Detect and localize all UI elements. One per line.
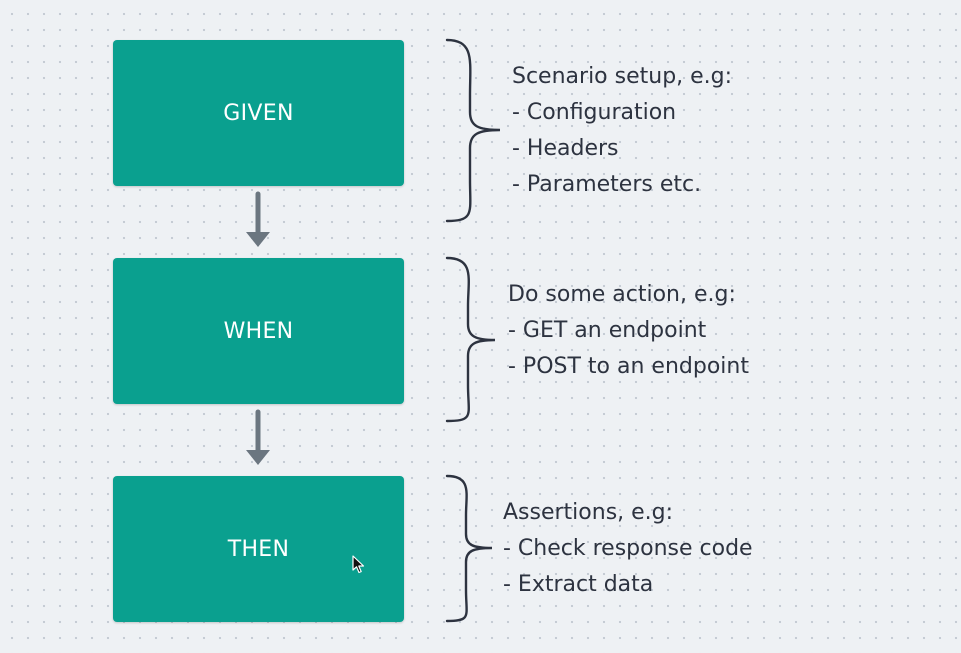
arrow-given-to-when[interactable] — [246, 191, 270, 247]
note-when-heading: Do some action, e.g: — [508, 282, 736, 307]
note-then-heading: Assertions, e.g: — [503, 500, 674, 525]
step-label-given: GIVEN — [223, 100, 294, 126]
note-given-heading: Scenario setup, e.g: — [512, 64, 733, 89]
brace-given[interactable] — [445, 38, 501, 223]
note-then-item: - Extract data — [503, 572, 654, 597]
note-when-item: - GET an endpoint — [508, 318, 707, 343]
brace-then[interactable] — [445, 474, 493, 623]
step-box-then[interactable]: THEN — [113, 476, 404, 622]
step-label-then: THEN — [227, 536, 290, 562]
note-given-item: - Headers — [512, 136, 619, 161]
note-given[interactable]: Scenario setup, e.g: - Configuration - H… — [512, 59, 732, 203]
note-when-item: - POST to an endpoint — [508, 354, 749, 379]
mouse-cursor-icon — [352, 555, 365, 574]
arrow-when-to-then[interactable] — [246, 409, 270, 465]
note-given-item: - Parameters etc. — [512, 172, 702, 197]
note-then-item: - Check response code — [503, 536, 753, 561]
step-box-given[interactable]: GIVEN — [113, 40, 404, 186]
step-label-when: WHEN — [223, 318, 294, 344]
note-when[interactable]: Do some action, e.g: - GET an endpoint -… — [508, 277, 749, 385]
note-given-item: - Configuration — [512, 100, 677, 125]
note-then[interactable]: Assertions, e.g: - Check response code -… — [503, 495, 753, 603]
brace-when[interactable] — [445, 256, 496, 423]
step-box-when[interactable]: WHEN — [113, 258, 404, 404]
